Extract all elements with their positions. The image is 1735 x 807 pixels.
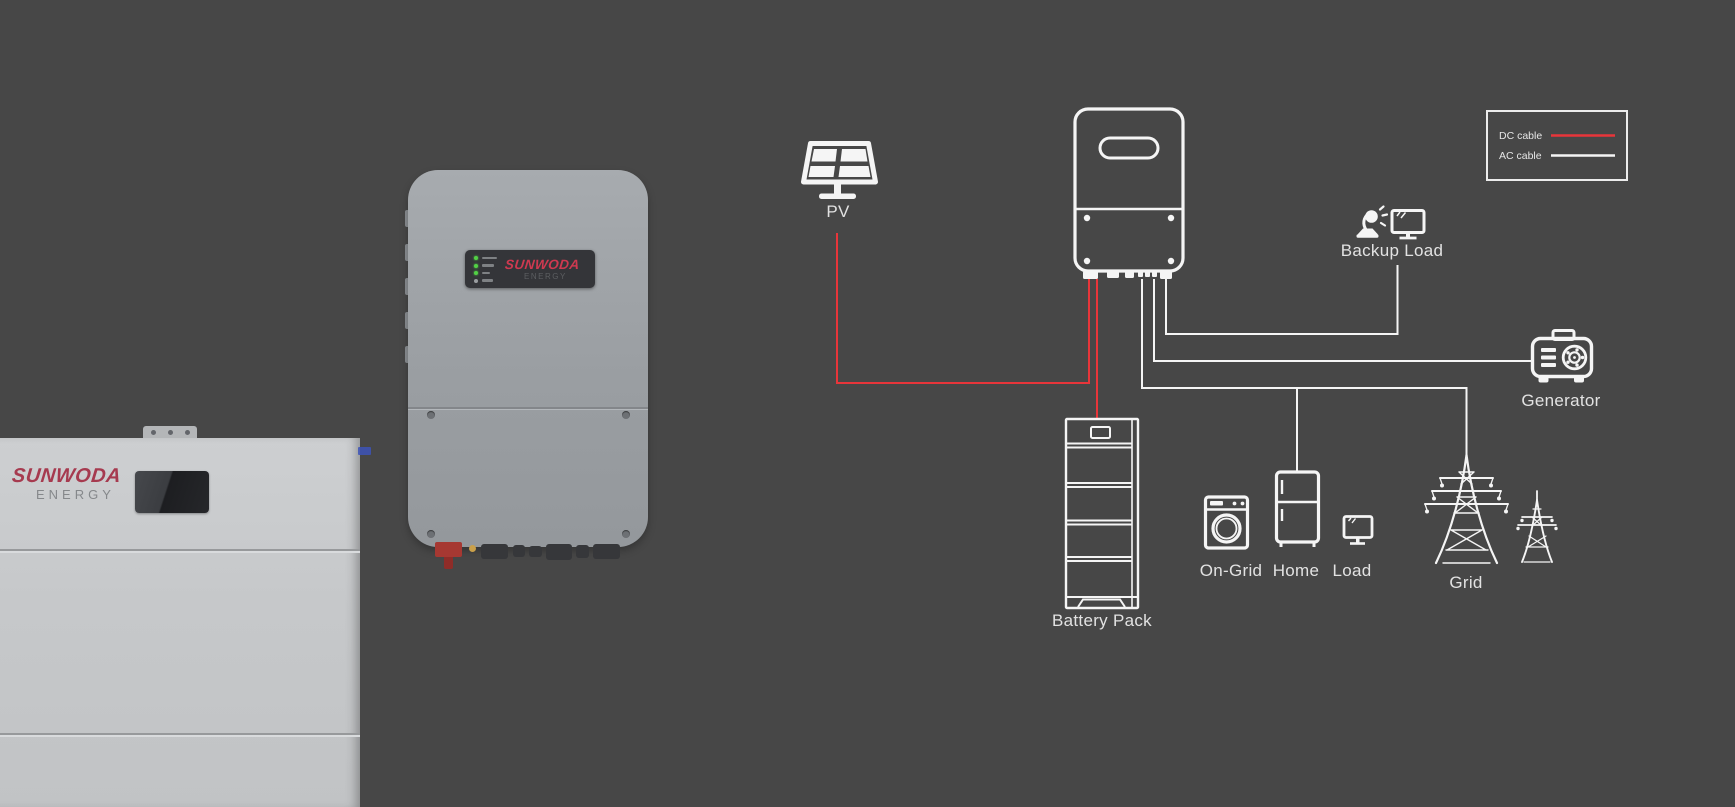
led-net-icon — [474, 271, 478, 275]
battery-module-seam — [0, 549, 360, 553]
battery-body: SUNWODA ENERGY — [0, 438, 360, 807]
led-label-bar — [482, 279, 493, 282]
battery-module-seam — [0, 733, 360, 737]
cable-legend: DC cable AC cable — [1486, 110, 1628, 181]
load-monitor-icon — [1342, 515, 1374, 545]
battery-display-screen — [135, 471, 209, 513]
legend-row-ac: AC cable — [1499, 150, 1615, 162]
screw-icon — [622, 530, 630, 538]
dc-connector — [435, 542, 462, 557]
ac-connector — [576, 545, 589, 558]
inverter-product-photo: SUNWODA ENERGY — [405, 168, 648, 570]
inverter-brand-logo: SUNWODA — [504, 257, 581, 272]
ac-connector — [529, 546, 542, 557]
inverter-case-seam — [408, 407, 648, 409]
legend-row-dc: DC cable — [1499, 130, 1615, 142]
washing-machine-icon — [1203, 495, 1250, 550]
desk-lamp-icon — [1356, 205, 1389, 238]
inverter-brand-sub-logo: ENERGY — [524, 272, 567, 281]
battery-mounting-bracket — [143, 426, 197, 440]
dc-cable-label: DC cable — [1499, 129, 1543, 142]
led-fault-icon — [474, 278, 478, 283]
dc-cable-swatch — [1551, 134, 1615, 137]
ac-wire-backup-load — [1165, 265, 1399, 335]
ac-connector — [593, 544, 620, 559]
battery-side-label — [358, 447, 371, 455]
fridge-icon — [1274, 470, 1321, 547]
pv-icon — [801, 141, 878, 199]
battery-pack-label: Battery Pack — [1052, 611, 1152, 630]
on-grid-label: On-Grid — [1199, 561, 1263, 580]
ac-cable-swatch — [1551, 154, 1615, 157]
bracket-screw-icon — [151, 430, 156, 435]
battery-pack-icon — [1064, 417, 1140, 610]
generator-icon — [1530, 329, 1594, 383]
led-label-bar — [482, 271, 490, 275]
inverter-ports — [1083, 271, 1172, 279]
backup-load-label: Backup Load — [1340, 241, 1444, 260]
wires — [836, 233, 1531, 471]
pv-label: PV — [826, 202, 850, 221]
bracket-screw-icon — [185, 430, 190, 435]
dc-wire-pv — [836, 233, 1090, 384]
ground-screw-icon — [469, 545, 476, 552]
screw-icon — [427, 411, 435, 419]
monitor-icon — [1390, 209, 1426, 240]
ac-wire-generator — [1153, 279, 1531, 362]
ac-cable-label: AC cable — [1499, 149, 1542, 162]
home-label: Home — [1272, 561, 1320, 580]
generator-label: Generator — [1521, 391, 1601, 410]
grid-label: Grid — [1449, 573, 1483, 592]
led-label-bar — [482, 264, 494, 267]
ac-connector — [513, 545, 525, 557]
bracket-screw-icon — [168, 430, 173, 435]
led-label-bar — [482, 256, 497, 260]
dc-connector-plug — [444, 557, 453, 569]
grid-towers-icon — [1424, 443, 1558, 565]
screw-icon — [622, 411, 630, 419]
ac-connector — [546, 544, 572, 560]
battery-brand-logo: SUNWODA — [10, 465, 123, 487]
screw-icon — [427, 530, 435, 538]
ac-connector — [481, 544, 508, 559]
led-power-icon — [474, 256, 478, 260]
inverter-led-panel: SUNWODA ENERGY — [465, 250, 595, 288]
inverter-body: SUNWODA ENERGY — [408, 170, 648, 547]
inverter-icon — [1073, 107, 1185, 279]
battery-product-photo: SUNWODA ENERGY — [0, 425, 372, 807]
load-label: Load — [1332, 561, 1372, 580]
ac-wire-grid — [1141, 279, 1468, 455]
led-comm-icon — [474, 263, 478, 268]
battery-brand-sub-logo: ENERGY — [36, 487, 115, 502]
